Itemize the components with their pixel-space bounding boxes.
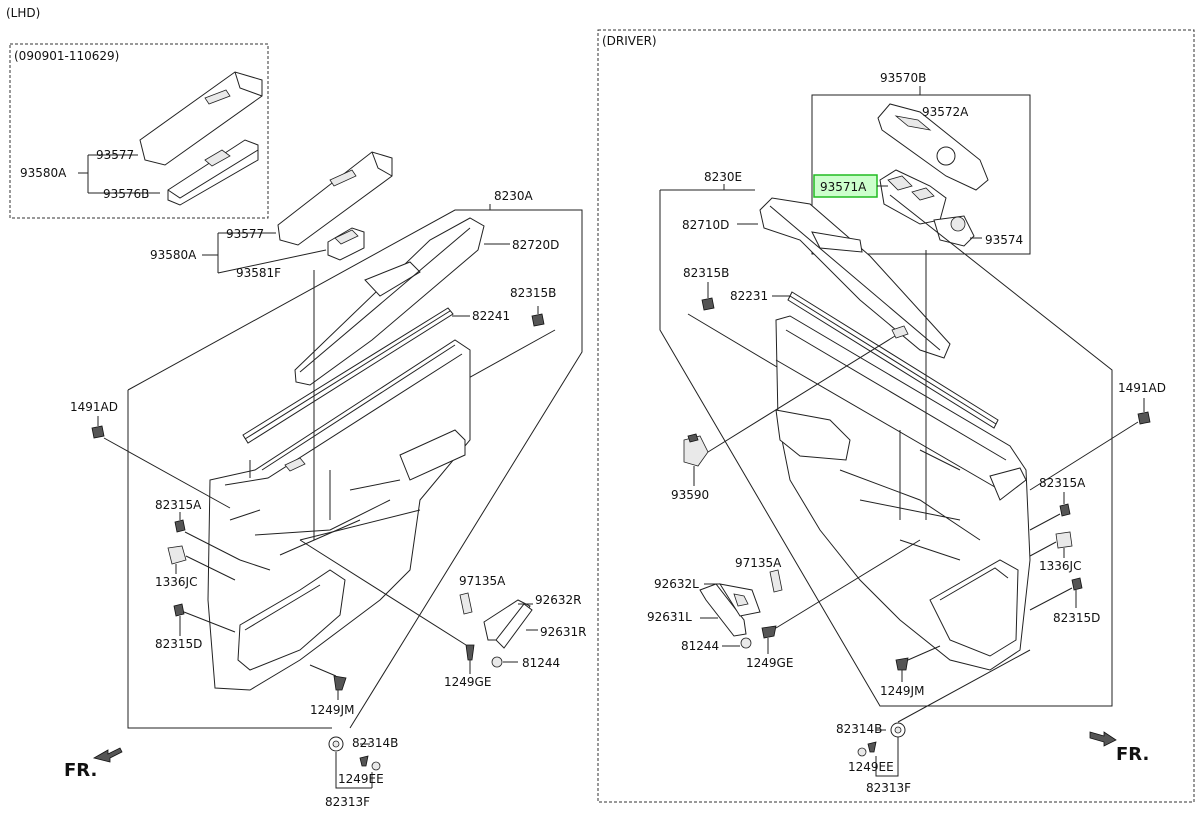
- label-1249JM: 1249JM: [310, 703, 354, 717]
- label-93590: 93590: [671, 488, 709, 502]
- weatherstrip-drawing: [242, 307, 454, 444]
- armrest-rail-drawing: [294, 217, 485, 386]
- label-82313F-right: 82313F: [866, 781, 911, 795]
- label-93571A: 93571A: [820, 180, 867, 194]
- label-93572A: 93572A: [922, 105, 969, 119]
- inner-handle-right-drawing: [459, 592, 533, 668]
- label-inset-93580A: 93580A: [20, 166, 67, 180]
- left-direction-label: FR.: [64, 760, 97, 781]
- label-1249JM-right: 1249JM: [880, 684, 924, 698]
- switch-bezel-drawing: [277, 151, 393, 261]
- label-1249GE-right: 1249GE: [746, 656, 793, 670]
- label-82315D: 82315D: [155, 637, 202, 651]
- label-82315B: 82315B: [510, 286, 556, 300]
- label-93580A: 93580A: [150, 248, 197, 262]
- label-82314B: 82314B: [352, 736, 398, 750]
- right-panel: (DRIVER) 93570B 93572A 93571A 93574 8230…: [597, 29, 1195, 803]
- label-93581F: 93581F: [236, 266, 281, 280]
- label-82313F: 82313F: [325, 795, 370, 809]
- label-82710D: 82710D: [682, 218, 729, 232]
- label-93577: 93577: [226, 227, 264, 241]
- driver-box: [597, 29, 1195, 803]
- label-82241: 82241: [472, 309, 510, 323]
- inset-switch-bezel-drawing: [139, 71, 263, 206]
- label-82315A: 82315A: [155, 498, 202, 512]
- label-82315D-right: 82315D: [1053, 611, 1100, 625]
- inset-box: [9, 43, 269, 219]
- right-direction-label: FR.: [1116, 744, 1149, 765]
- label-81244-right: 81244: [681, 639, 719, 653]
- label-82720D: 82720D: [512, 238, 559, 252]
- label-1336JC: 1336JC: [155, 575, 197, 589]
- label-1491AD: 1491AD: [70, 400, 118, 414]
- door-trim-panel-left: [207, 339, 471, 691]
- lhd-variant-label: (LHD): [6, 6, 40, 20]
- label-92631R: 92631R: [540, 625, 587, 639]
- label-inset-93576B: 93576B: [103, 187, 149, 201]
- left-panel: (LHD) (090901-110629) 93577 93580A 93576…: [6, 6, 587, 809]
- master-window-switch-drawing: [877, 103, 989, 247]
- label-1249EE: 1249EE: [338, 772, 384, 786]
- label-93570B: 93570B: [880, 71, 926, 85]
- label-97135A: 97135A: [459, 574, 506, 588]
- label-92632L: 92632L: [654, 577, 699, 591]
- weatherstrip-right-drawing: [787, 291, 999, 429]
- inner-handle-left-drawing: [699, 569, 783, 649]
- label-1491AD-right: 1491AD: [1118, 381, 1166, 395]
- switch-assembly-box: [811, 94, 1031, 255]
- label-1336JC-right: 1336JC: [1039, 559, 1081, 573]
- label-81244: 81244: [522, 656, 560, 670]
- clip-82315b-left: [531, 313, 545, 327]
- label-82315A-right: 82315A: [1039, 476, 1086, 490]
- label-inset-93577: 93577: [96, 148, 134, 162]
- door-trim-panel-right: [775, 315, 1031, 671]
- inset-range-label: (090901-110629): [14, 49, 119, 63]
- label-8230A: 8230A: [494, 189, 534, 203]
- label-82315B-right: 82315B: [683, 266, 729, 280]
- label-92631L: 92631L: [647, 610, 692, 624]
- label-82314B-right: 82314B: [836, 722, 882, 736]
- driver-variant-label: (DRIVER): [602, 34, 657, 48]
- label-1249EE-right: 1249EE: [848, 760, 894, 774]
- label-1249GE: 1249GE: [444, 675, 491, 689]
- label-97135A-right: 97135A: [735, 556, 782, 570]
- label-82231: 82231: [730, 289, 768, 303]
- label-92632R: 92632R: [535, 593, 582, 607]
- label-93574: 93574: [985, 233, 1023, 247]
- armrest-rail-right-drawing: [759, 197, 951, 359]
- label-8230E: 8230E: [704, 170, 742, 184]
